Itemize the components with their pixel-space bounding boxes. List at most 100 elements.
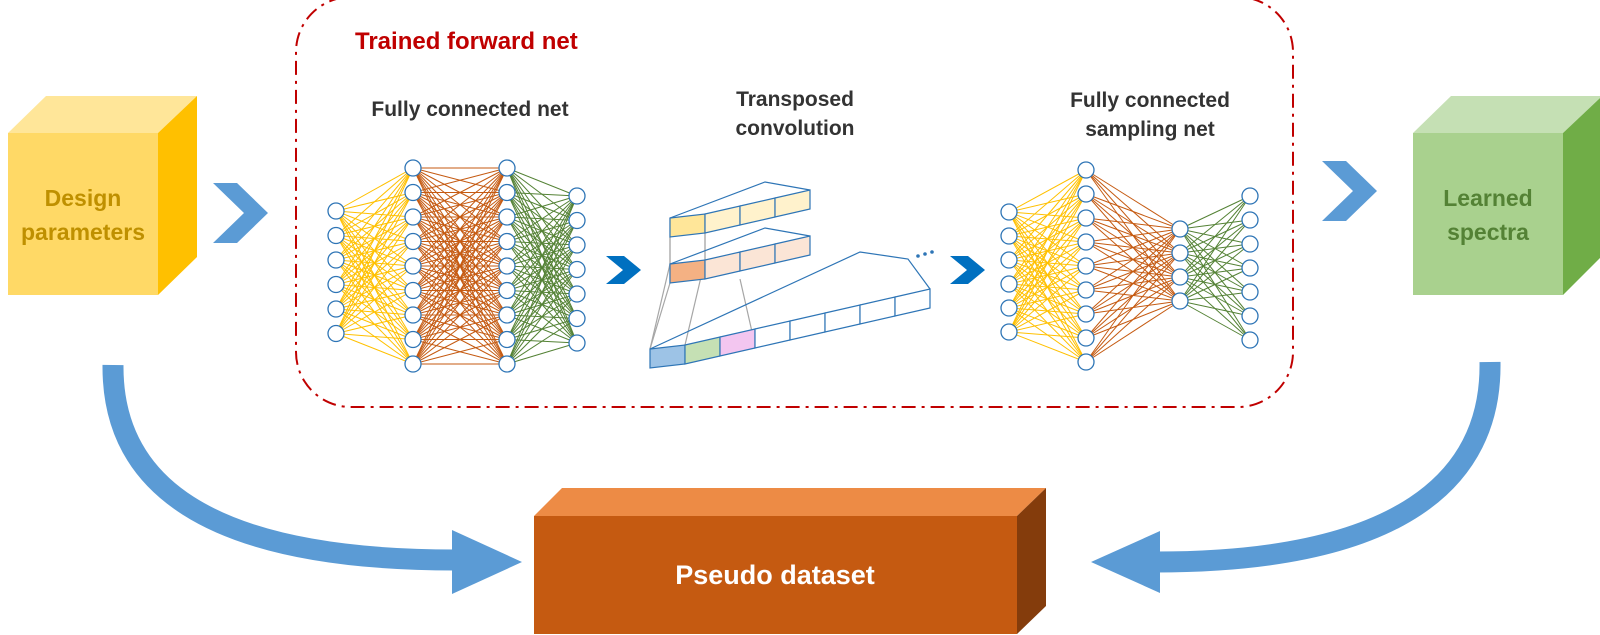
net-node: [498, 281, 516, 300]
tconv-middle-row: [669, 227, 811, 284]
net-edge: [1179, 219, 1251, 302]
net-node: [1077, 281, 1095, 299]
net-edge: [412, 167, 508, 365]
net-edge: [1008, 169, 1087, 213]
net-node: [327, 202, 345, 220]
net-edge: [412, 265, 508, 365]
net-node: [1241, 211, 1259, 229]
net-edge: [1008, 193, 1087, 333]
net-edge: [335, 167, 414, 236]
sampling-net-label-line1: Fully connected: [1070, 89, 1230, 112]
net-node: [1077, 233, 1095, 251]
chevron-right-icon: [606, 256, 641, 284]
net-node: [1171, 220, 1189, 238]
net-edge: [1179, 291, 1251, 302]
learned-spectra-box: Learned spectra: [1413, 96, 1600, 295]
fully-connected-net: [327, 159, 586, 373]
net-node: [498, 330, 516, 349]
net-node: [404, 330, 422, 349]
net-edge: [1179, 243, 1251, 302]
net-edge: [1008, 331, 1087, 363]
net-node: [1171, 268, 1189, 286]
net-edge: [335, 314, 414, 334]
net-edge: [412, 167, 508, 193]
net-edge: [412, 314, 508, 365]
net-node: [1077, 257, 1095, 275]
net-edge: [1179, 195, 1251, 230]
net-edge: [506, 195, 578, 340]
net-node: [498, 257, 516, 275]
net-node: [1171, 292, 1189, 310]
net-edge: [506, 220, 578, 365]
net-edge: [506, 195, 578, 291]
net-node: [568, 260, 586, 279]
group-title: Trained forward net: [355, 28, 578, 55]
net-edge: [1008, 313, 1087, 333]
net-edge: [1179, 195, 1251, 302]
net-edge: [506, 192, 578, 197]
net-node: [1241, 331, 1259, 349]
net-edge: [506, 195, 578, 316]
net-edge: [412, 167, 508, 316]
net-node: [1077, 185, 1095, 203]
design-parameters-label-line1: Design: [45, 185, 122, 211]
net-edge: [412, 167, 508, 291]
net-node: [1077, 329, 1095, 347]
net-edge: [412, 290, 508, 365]
net-edge: [506, 269, 578, 365]
chevron-right-icon: [950, 256, 985, 284]
net-edge: [1085, 228, 1181, 243]
net-node: [1241, 235, 1259, 253]
net-node: [404, 306, 422, 324]
net-edge: [335, 167, 414, 261]
design-parameters-box: Design parameters: [8, 96, 197, 295]
net-edge: [506, 293, 578, 365]
net-edge: [335, 241, 414, 334]
net-edge: [412, 192, 508, 365]
net-node: [1000, 227, 1018, 245]
net-edge: [1179, 300, 1251, 317]
net-edge: [1085, 276, 1181, 363]
net-edge: [506, 167, 578, 197]
net-node: [404, 257, 422, 275]
net-node: [1077, 305, 1095, 323]
net-node: [498, 183, 516, 202]
fully-connected-sampling-net: [1000, 161, 1259, 371]
net-node: [1241, 187, 1259, 205]
net-edge: [1085, 228, 1181, 315]
chevron-right-icon: [1322, 161, 1377, 221]
net-edge: [1008, 169, 1087, 261]
net-edge: [335, 167, 414, 334]
net-edge: [412, 216, 508, 365]
flow-arrow-spectra-to-dataset: [1091, 361, 1501, 593]
net-edge: [412, 167, 508, 242]
net-edge: [1179, 267, 1251, 302]
net-node: [568, 285, 586, 303]
net-edge: [412, 167, 508, 340]
net-edge: [335, 167, 414, 285]
learned-spectra-label-line1: Learned: [1443, 185, 1532, 211]
net-edge: [1008, 289, 1087, 333]
net-edge: [1008, 241, 1087, 333]
pseudo-dataset-label: Pseudo dataset: [675, 560, 875, 590]
learned-spectra-label-line2: spectra: [1447, 219, 1529, 245]
net-node: [404, 159, 422, 177]
net-edge: [506, 342, 578, 365]
net-node: [327, 324, 345, 343]
net-edge: [335, 216, 414, 334]
net-edge: [1008, 265, 1087, 333]
net-node: [404, 355, 422, 373]
net-edge: [1085, 193, 1181, 230]
flow-arrow-design-to-dataset: [102, 364, 522, 594]
design-parameters-label-line2: parameters: [21, 219, 145, 245]
net-node: [1000, 323, 1018, 341]
net-edge: [412, 241, 508, 365]
net-node: [1241, 259, 1259, 277]
net-node: [1077, 161, 1095, 179]
net-node: [498, 355, 516, 373]
net-edge: [412, 167, 508, 218]
net-edge: [1179, 300, 1251, 341]
net-node: [568, 236, 586, 254]
trained-forward-net-boundary: [295, 0, 1294, 408]
